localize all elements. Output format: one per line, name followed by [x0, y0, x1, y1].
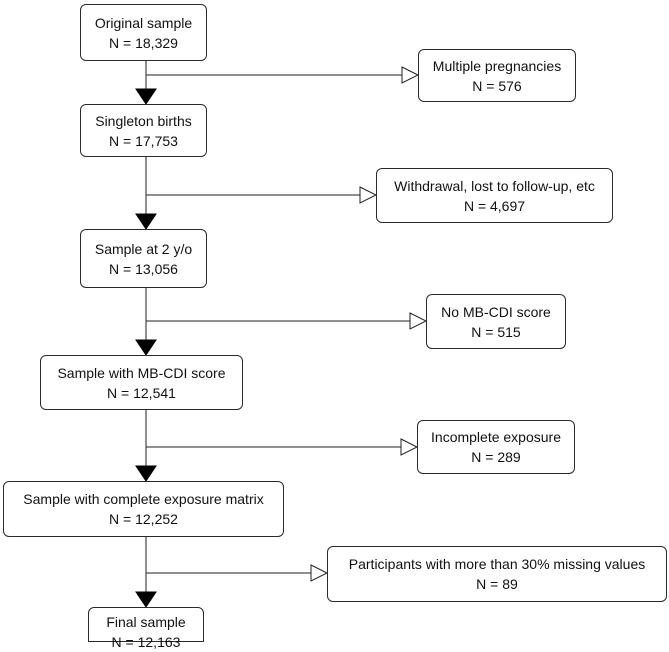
box-count: N = 515: [471, 323, 521, 340]
box-label: No MB-CDI score: [441, 303, 551, 320]
box-label: Original sample: [94, 14, 193, 31]
box-withdrawal: Withdrawal, lost to follow-up, etc N = 4…: [376, 168, 613, 223]
box-count: N = 576: [472, 77, 522, 94]
box-incomplete-exposure: Incomplete exposure N = 289: [417, 420, 575, 474]
exclusion-arrow-1: [401, 66, 420, 84]
box-label: Sample at 2 y/o: [94, 240, 193, 257]
box-count: N = 89: [476, 576, 518, 592]
box-count: N = 12,163: [111, 634, 181, 650]
flow-arrow-5: [135, 591, 157, 608]
box-label: Sample with complete exposure matrix: [23, 491, 264, 507]
box-label: Participants with more than 30% missing …: [348, 556, 646, 572]
box-multiple-pregnancies: Multiple pregnancies N = 576: [418, 49, 576, 102]
flow-arrow-2: [135, 213, 157, 230]
box-count: N = 18,329: [109, 34, 178, 51]
box-final-sample: Final sample N = 12,163: [88, 607, 204, 650]
box-no-mbcdi: No MB-CDI score N = 515: [426, 294, 566, 349]
box-complete-exposure: Sample with complete exposure matrix N =…: [3, 481, 284, 537]
box-count: N = 4,697: [463, 197, 526, 214]
exclusion-arrow-5: [310, 564, 329, 582]
box-label: Withdrawal, lost to follow-up, etc: [394, 177, 595, 194]
box-label: Sample with MB-CDI score: [57, 364, 226, 381]
box-label: Singleton births: [95, 112, 192, 129]
box-count: N = 17,753: [109, 132, 178, 149]
box-count: N = 12,541: [107, 384, 176, 401]
flow-arrow-1: [135, 88, 157, 105]
box-label: Multiple pregnancies: [432, 57, 562, 74]
box-count: N = 13,056: [109, 260, 178, 277]
box-sample-at-2: Sample at 2 y/o N = 13,056: [80, 229, 207, 288]
box-original-sample: Original sample N = 18,329: [80, 4, 207, 61]
exclusion-arrow-2: [359, 186, 378, 204]
box-sample-mbcdi: Sample with MB-CDI score N = 12,541: [40, 355, 243, 410]
box-count: N = 289: [471, 449, 521, 465]
box-singleton-births: Singleton births N = 17,753: [80, 104, 207, 157]
exclusion-arrow-3: [409, 312, 428, 330]
box-count: N = 12,252: [109, 511, 178, 527]
flow-arrow-3: [135, 339, 157, 356]
exclusion-arrow-4: [400, 438, 419, 456]
box-missing-values: Participants with more than 30% missing …: [327, 546, 667, 602]
box-label: Incomplete exposure: [431, 429, 561, 445]
flow-arrow-4: [135, 465, 157, 482]
box-label: Final sample: [106, 614, 186, 630]
